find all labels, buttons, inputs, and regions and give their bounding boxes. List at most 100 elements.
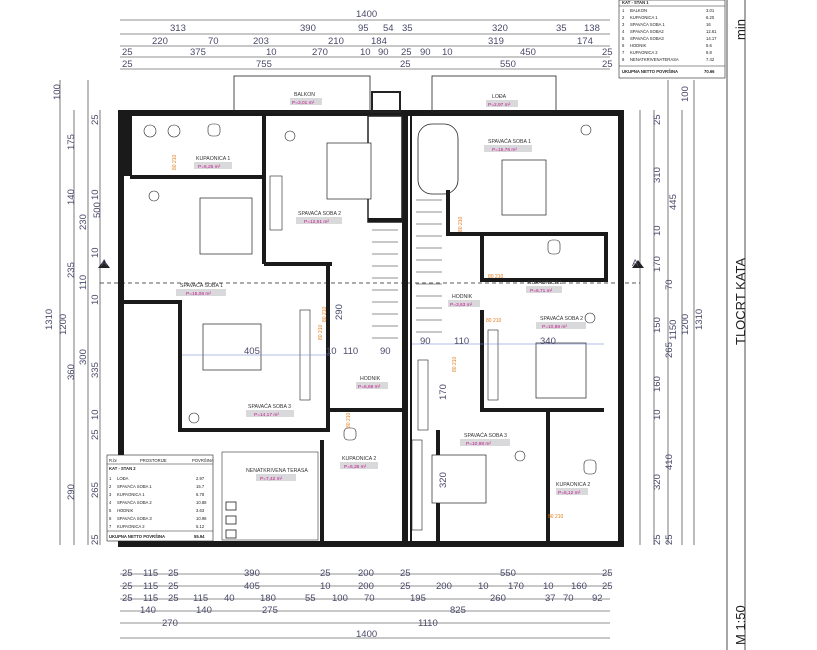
table-total-label: UKUPNA NETTO POVRŠINA: [622, 69, 678, 74]
dim-right-b: 170: [652, 256, 663, 272]
svg-text:HODNIK: HODNIK: [117, 508, 133, 513]
svg-text:5.6: 5.6: [706, 43, 712, 48]
dim-top-r3: 184: [371, 36, 387, 47]
dim-left-a: 110: [78, 275, 89, 290]
svg-text:SPAVAĆA SOBA 1: SPAVAĆA SOBA 1: [180, 282, 223, 289]
svg-text:1: 1: [109, 476, 112, 481]
svg-text:KUPAONICA 1: KUPAONICA 1: [196, 156, 230, 162]
table-header: R.br: [109, 458, 118, 463]
dim-top-r5: 755: [256, 59, 272, 70]
svg-text:SPAVAĆA SOBA 1: SPAVAĆA SOBA 1: [117, 484, 152, 489]
svg-text:P=6,71 m²: P=6,71 m²: [530, 288, 553, 294]
svg-text:LOĐA: LOĐA: [492, 94, 507, 100]
svg-text:7: 7: [622, 50, 625, 55]
dim-bot-r3: 25: [168, 593, 179, 604]
dim-bot-r1: 25: [400, 568, 411, 579]
svg-text:3.01: 3.01: [706, 8, 715, 13]
svg-text:6.78: 6.78: [196, 492, 205, 497]
dim-top-r4: 10: [442, 47, 453, 58]
dim-bot-r1: 115: [143, 568, 158, 579]
dim-bot-r2: 160: [571, 581, 587, 592]
dim-left-b: 10: [90, 409, 101, 420]
plan-title: TLOCRT KATA: [733, 258, 748, 345]
dim-top-r4: 10: [360, 47, 371, 58]
svg-text:3: 3: [109, 492, 112, 497]
dim-bot-r1: 550: [500, 568, 516, 579]
dim-bot-r4: 825: [450, 605, 466, 616]
svg-text:LOĐA: LOĐA: [117, 476, 129, 481]
svg-text:P=10,98 m²: P=10,98 m²: [466, 441, 491, 447]
dim-top-r4: 25: [602, 47, 613, 58]
dim-top-r3: 210: [328, 36, 344, 47]
interior-dim: 90: [420, 336, 431, 347]
interior-dim: 110: [454, 336, 469, 347]
door-tag: 80 210: [548, 514, 564, 520]
door-tag: 80 210: [322, 306, 328, 322]
furniture: [143, 123, 597, 531]
table-row: 3 KUPAONICA 1 6.78: [109, 492, 205, 497]
svg-text:12.61: 12.61: [706, 29, 717, 34]
dim-right-b: 160: [652, 376, 663, 392]
terrace-outline: [221, 451, 319, 541]
svg-text:KUPAONICA 1: KUPAONICA 1: [117, 492, 145, 497]
svg-text:4: 4: [622, 29, 625, 34]
svg-text:7: 7: [109, 524, 112, 529]
dim-left-b: 335: [90, 362, 101, 378]
svg-text:SPAVAĆA SOBA 3: SPAVAĆA SOBA 3: [117, 516, 152, 521]
dim-right-b: 310: [652, 167, 663, 183]
dim-bot-r2: 10: [543, 581, 554, 592]
svg-text:P=15,78 m²: P=15,78 m²: [492, 147, 517, 153]
svg-text:6.8: 6.8: [706, 50, 712, 55]
logo-text: min: [733, 19, 748, 40]
dim-top-r4: 270: [312, 47, 328, 58]
interior-dimensions: 405 10 110 90 90 110 340 290 170 320: [182, 304, 604, 488]
dim-bot-r2: 25: [400, 581, 411, 592]
dim-left-a: 230: [78, 214, 89, 230]
dim-right-total: 1310: [694, 309, 705, 330]
interior-dim: 340: [540, 336, 556, 347]
dim-top-r2: 320: [492, 23, 508, 34]
svg-text:10.98: 10.98: [196, 516, 207, 521]
dim-bot-r2: 25: [122, 581, 133, 592]
dim-top-r4: 10: [266, 47, 277, 58]
dim-left-a: 140: [66, 189, 77, 205]
dim-top-r2: 95: [358, 23, 369, 34]
dim-bot-r3: 40: [224, 593, 235, 604]
table-header: PROSTORIJE: [140, 458, 167, 463]
dim-bot-r3: 195: [410, 593, 426, 604]
table-title: KAT - STAN 1: [622, 0, 649, 5]
dim-bot-r5: 270: [162, 618, 178, 629]
room-kupaonica-2-right: KUPAONICA 2P=5,12 m²: [556, 482, 590, 496]
dim-bot-r2: 170: [508, 581, 524, 592]
svg-text:KUPAONICA 2: KUPAONICA 2: [117, 524, 145, 529]
terrace-steps: [225, 501, 237, 539]
svg-text:KUPAONICA 2: KUPAONICA 2: [630, 50, 658, 55]
dim-left-b: 265: [90, 482, 101, 498]
dim-left-total: 1310: [44, 309, 55, 330]
dim-right-b: 10: [652, 225, 663, 236]
dim-top-r4: 25: [401, 47, 412, 58]
dim-top-r5: 550: [500, 59, 516, 70]
left-dimension-lines: 1310 1200 100 175 140 230 235 110 300 36…: [44, 80, 103, 545]
svg-text:P=7,42 m²: P=7,42 m²: [260, 476, 283, 482]
svg-text:SPAVAĆA SOBA 3: SPAVAĆA SOBA 3: [248, 403, 291, 410]
svg-text:P=6,69 m²: P=6,69 m²: [358, 384, 381, 390]
dim-left-b: 10: [90, 189, 101, 200]
dim-left-a: 100: [52, 84, 63, 100]
dim-top-r3: 203: [253, 36, 269, 47]
svg-text:KUPAONICA 1: KUPAONICA 1: [630, 15, 658, 20]
svg-text:2: 2: [622, 15, 625, 20]
dim-left-b: 25: [90, 534, 101, 545]
dim-bot-r4: 140: [140, 605, 156, 616]
dim-right-a: 1150: [668, 320, 679, 340]
dim-bot-r3: 115: [143, 593, 158, 604]
